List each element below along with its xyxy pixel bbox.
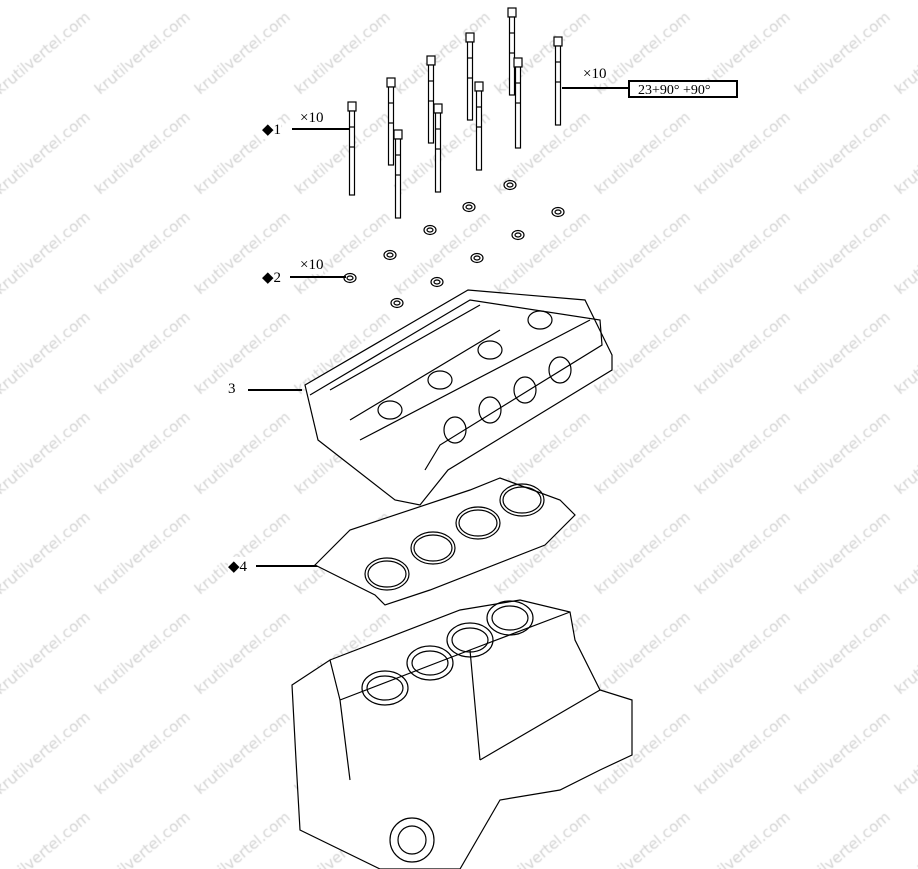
torque-spec-box: 23+90° +90° [628,80,738,98]
port [478,396,502,424]
washer [383,249,397,261]
washer [343,272,357,284]
cylinder-block [291,599,633,869]
bolt-washers [343,179,565,309]
cylinder-bore-inner [366,675,404,701]
callout-2-qty: ×10 [300,257,324,274]
cam-bore [377,400,403,420]
head-bolt [507,7,517,96]
cylinder-bore-inner [411,650,449,676]
washer [390,297,404,309]
head-bolt [553,36,563,126]
washer [430,276,444,288]
gasket-bore [410,531,456,565]
head-bolt [347,101,357,196]
cylinder-bore [486,600,534,636]
gasket-bore-inner [367,560,407,588]
head-bolts [347,7,563,219]
head-bolt [465,32,475,121]
gasket-bore [455,506,501,540]
cylinder-bore [406,645,454,681]
cylinder-bore [361,670,409,706]
washer [423,224,437,236]
port [513,376,537,404]
port [443,416,467,444]
head-bolt [474,81,484,171]
cam-bore [477,340,503,360]
callout-1-marker: ◆1 [262,120,282,139]
cylinder-bore [446,622,494,658]
callout-3-marker: 3 [228,381,236,398]
head-bolt [386,77,396,166]
washer [503,179,517,191]
cylinder-bore-inner [491,605,529,631]
washer [470,252,484,264]
head-bolt [433,103,443,193]
gasket-bore-inner [413,534,453,562]
callout-1-qty: ×10 [300,110,324,127]
head-gasket [313,477,576,606]
cam-bore [527,310,553,330]
gasket-bore [364,557,410,591]
callout-4-marker: ◆4 [228,557,248,576]
cam-bore [427,370,453,390]
gasket-bore-inner [502,486,542,514]
callout-2-marker: ◆2 [262,268,282,287]
washer [511,229,525,241]
head-bolt [426,55,436,144]
washer [462,201,476,213]
bolt-qty: ×10 [583,66,607,83]
port [548,356,572,384]
gasket-bore-inner [458,509,498,537]
cylinder-bore-inner [451,627,489,653]
gasket-bore [499,483,545,517]
cylinder-head [304,289,613,506]
head-bolt [513,57,523,149]
head-bolt [393,129,403,219]
washer [551,206,565,218]
